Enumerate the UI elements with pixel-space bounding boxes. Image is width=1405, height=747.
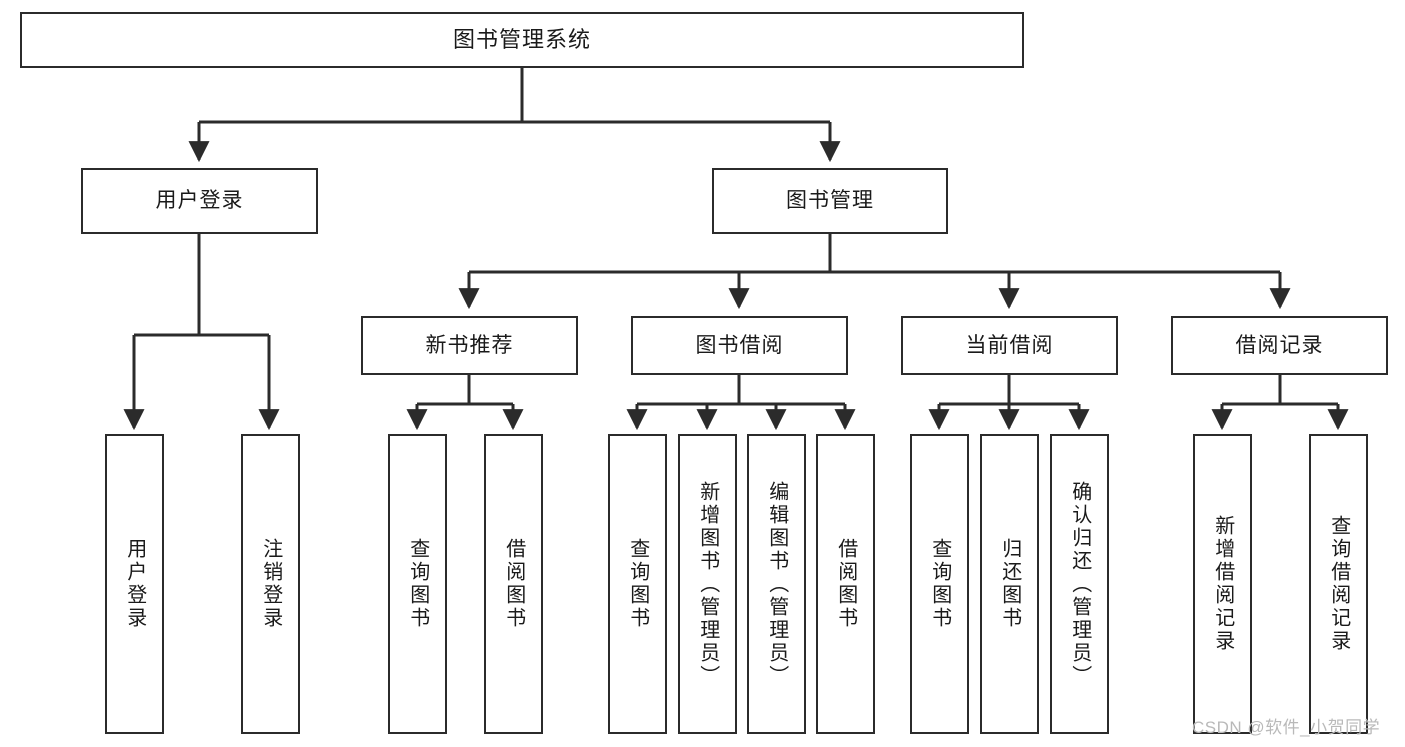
leaf-user-login-logout[interactable]: 注销登录 xyxy=(241,434,300,734)
node-label: 确认归还（管理员） xyxy=(1068,480,1091,688)
node-label: 图书管理 xyxy=(786,189,874,213)
node-label: 新书推荐 xyxy=(425,333,514,357)
leaf-new-book-borrow-book[interactable]: 借阅图书 xyxy=(484,434,543,734)
node-label: 查询图书 xyxy=(406,538,429,630)
node-label: 借阅图书 xyxy=(502,538,525,630)
node-label: 借阅记录 xyxy=(1235,333,1324,357)
leaf-current-borrow-return-book[interactable]: 归还图书 xyxy=(980,434,1039,734)
node-label: 借阅图书 xyxy=(834,538,857,630)
node-user-login[interactable]: 用户登录 xyxy=(81,168,318,234)
node-label: 归还图书 xyxy=(998,538,1021,630)
leaf-current-borrow-query-book[interactable]: 查询图书 xyxy=(910,434,969,734)
node-label: 用户登录 xyxy=(155,189,244,213)
node-label: 查询图书 xyxy=(626,538,649,630)
leaf-book-borrow-query-book[interactable]: 查询图书 xyxy=(608,434,667,734)
leaf-borrow-record-add-record[interactable]: 新增借阅记录 xyxy=(1193,434,1252,734)
leaf-user-login-login[interactable]: 用户登录 xyxy=(105,434,164,734)
leaf-new-book-query-book[interactable]: 查询图书 xyxy=(388,434,447,734)
node-book-borrow[interactable]: 图书借阅 xyxy=(631,316,848,375)
node-borrow-record[interactable]: 借阅记录 xyxy=(1171,316,1388,375)
node-root-book-management-system[interactable]: 图书管理系统 xyxy=(20,12,1024,68)
node-current-borrow[interactable]: 当前借阅 xyxy=(901,316,1118,375)
leaf-book-borrow-edit-book-admin[interactable]: 编辑图书（管理员） xyxy=(747,434,806,734)
leaf-borrow-record-query-record[interactable]: 查询借阅记录 xyxy=(1309,434,1368,734)
leaf-book-borrow-borrow-book[interactable]: 借阅图书 xyxy=(816,434,875,734)
node-label: 图书借阅 xyxy=(695,333,784,357)
node-label: 查询图书 xyxy=(928,538,951,630)
node-book-management[interactable]: 图书管理 xyxy=(712,168,948,234)
node-label: 新增图书（管理员） xyxy=(696,480,719,688)
node-label: 注销登录 xyxy=(259,538,282,630)
csdn-watermark: CSDN @软件_小贺同学 xyxy=(1192,718,1381,737)
node-label: 图书管理系统 xyxy=(452,26,591,52)
node-label: 编辑图书（管理员） xyxy=(765,480,788,688)
node-label: 查询借阅记录 xyxy=(1327,515,1350,653)
leaf-book-borrow-add-book-admin[interactable]: 新增图书（管理员） xyxy=(678,434,737,734)
node-new-book-recommend[interactable]: 新书推荐 xyxy=(361,316,578,375)
leaf-current-borrow-confirm-return-admin[interactable]: 确认归还（管理员） xyxy=(1050,434,1109,734)
node-label: 新增借阅记录 xyxy=(1211,515,1234,653)
node-label: 用户登录 xyxy=(123,538,146,630)
node-label: 当前借阅 xyxy=(965,333,1054,357)
